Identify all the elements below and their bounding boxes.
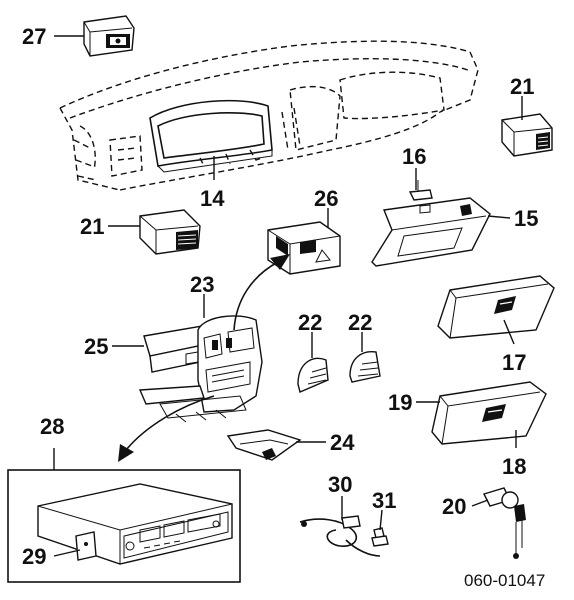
callout-19: 19 <box>388 390 412 415</box>
part-27-switch <box>83 15 135 57</box>
part-22-trim-left <box>297 357 329 393</box>
callout-25: 25 <box>84 334 108 359</box>
callout-21-left: 21 <box>80 214 104 239</box>
callout-20: 20 <box>442 494 466 519</box>
part-21-vent-left <box>139 209 201 255</box>
part-30-harness <box>299 515 381 557</box>
callout-22-right: 22 <box>348 310 372 335</box>
leader-20 <box>471 499 489 507</box>
part-16-clip <box>408 180 433 201</box>
part-23-lower-console <box>138 385 247 423</box>
dashboard-panel <box>59 40 479 191</box>
callout-22-left: 22 <box>298 310 322 335</box>
part-17-glovebox-door <box>437 275 555 339</box>
callout-15: 15 <box>514 206 538 231</box>
callout-21-right: 21 <box>510 74 534 99</box>
part-29-bracket <box>75 531 97 561</box>
part-22-trim-right <box>349 351 381 383</box>
arrow-to-28 <box>125 395 215 451</box>
callout-17: 17 <box>502 350 526 375</box>
callout-16: 16 <box>402 144 426 169</box>
leader-29 <box>53 549 81 557</box>
part-26-hazard-switch <box>267 221 341 275</box>
leader-lines <box>53 35 523 557</box>
callout-31: 31 <box>372 488 396 513</box>
callout-24: 24 <box>330 430 355 455</box>
callout-29: 29 <box>22 544 46 569</box>
callout-26: 26 <box>314 186 338 211</box>
callout-18: 18 <box>502 454 526 479</box>
part-23-center-panel <box>197 315 263 413</box>
arrows <box>118 254 290 462</box>
part-21-vent-right <box>501 113 553 157</box>
leader-15 <box>487 215 511 219</box>
part-31-bulb <box>371 527 389 547</box>
figure-code: 060-01047 <box>464 571 545 590</box>
arrow-to-26 <box>233 261 279 331</box>
arrowhead-icon <box>118 444 134 462</box>
leader-17 <box>503 319 515 345</box>
part-28-audio-frame <box>7 469 241 583</box>
callout-28: 28 <box>40 414 64 439</box>
arrowhead-icon <box>270 254 290 270</box>
part-15-glovebox-frame <box>371 197 491 267</box>
part-20-ignition-lock <box>483 487 526 559</box>
callout-14: 14 <box>200 186 225 211</box>
part-24-tray <box>226 429 302 461</box>
callout-30: 30 <box>328 472 352 497</box>
leader-31 <box>379 509 383 531</box>
callout-23: 23 <box>190 272 214 297</box>
part-28-audio-unit <box>37 483 233 565</box>
part-18-glovebox <box>431 381 547 445</box>
callout-labels: 27 14 21 21 16 15 26 23 25 22 22 17 19 1… <box>22 24 538 569</box>
callout-27: 27 <box>22 24 46 49</box>
